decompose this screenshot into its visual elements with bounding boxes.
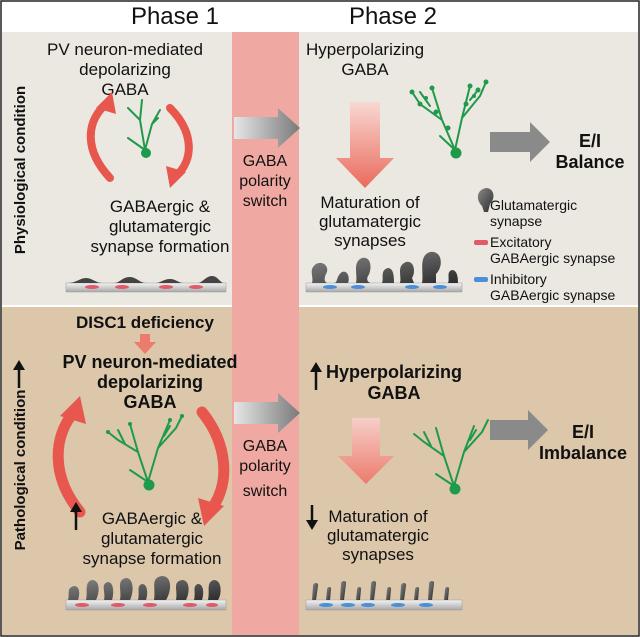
path-switch-arrow: [234, 393, 300, 433]
legend-inhibitory-line2: GABAergic synapse: [490, 287, 615, 303]
physiological-panel: [2, 32, 638, 306]
path-p1-top-line3: GABA: [124, 392, 177, 412]
pathological-panel: [2, 306, 638, 635]
outcome-balance: Balance: [555, 152, 624, 172]
neuron-icon: [413, 419, 489, 495]
arrow-head: [96, 92, 116, 114]
panel-divider: [2, 305, 638, 307]
outcome-ei: E/I: [579, 131, 601, 151]
legend: Glutamatergic synapse Excitatory GABAerg…: [474, 188, 615, 303]
phys-p1-synapse-strip: [65, 276, 227, 293]
dendritic-spines: [106, 414, 184, 434]
phys-p1-top-line1: PV neuron-mediated: [47, 40, 203, 59]
phys-p2-bottom-line3: synapses: [334, 231, 406, 250]
path-p2-down-arrow: [338, 418, 394, 484]
phase1-synapse-up-indicator: [70, 502, 82, 530]
phase1-up-indicator: [13, 360, 25, 388]
phase2-header: Phase 2: [349, 3, 437, 30]
legend-excitatory-line1: Excitatory: [490, 234, 551, 250]
switch-top-line2: polarity: [239, 173, 291, 190]
legend-excitatory-line2: GABAergic synapse: [490, 250, 615, 266]
phys-p1-cycle-arrows: [86, 92, 193, 188]
curved-arrow-up: [52, 406, 86, 518]
phys-p1-bottom-line1: GABAergic &: [110, 197, 211, 216]
switch-bottom-line1: GABA: [243, 438, 288, 455]
path-p1-bottom-line2: glutamatergic: [101, 529, 204, 548]
curved-arrow-up: [86, 100, 114, 182]
legend-inhibitory-swatch: [474, 277, 488, 282]
switch-bottom-line2: polarity: [239, 458, 291, 475]
legend-glutamatergic-line1: Glutamatergic: [490, 197, 577, 213]
path-p1-top-line1: PV neuron-mediated: [62, 352, 237, 372]
legend-glutamatergic-line2: synapse: [490, 213, 542, 229]
header-bg: [0, 0, 640, 32]
phase2-up-indicator: [310, 362, 322, 390]
phys-p2-top-line1: Hyperpolarizing: [306, 40, 424, 59]
neuron-icon: [107, 415, 183, 491]
phys-p1-bottom-line3: synapse formation: [91, 237, 230, 256]
path-p1-bottom-line3: synapse formation: [83, 549, 222, 568]
phys-p1-bottom-line2: glutamatergic: [109, 217, 212, 236]
balance-arrow: [490, 122, 550, 162]
phys-p2-bottom-line2: glutamatergic: [319, 212, 422, 231]
path-p2-bottom-line3: synapses: [342, 545, 414, 564]
phys-p1-top-line3: GABA: [101, 80, 149, 99]
neuron-icon: [127, 99, 161, 158]
physiological-condition-label: Physiological condition: [12, 86, 29, 254]
outcome-imbalance: Imbalance: [539, 443, 627, 463]
phys-switch-arrow: [234, 108, 300, 148]
curved-arrow-down: [196, 406, 230, 514]
path-p1-bottom-line1: GABAergic &: [102, 509, 203, 528]
dendritic-spines: [409, 79, 489, 131]
legend-inhibitory-line1: Inhibitory: [490, 271, 547, 287]
imbalance-arrow: [490, 410, 548, 450]
arrow-head: [198, 498, 224, 526]
disc1-deficiency-label: DISC1 deficiency: [76, 313, 214, 332]
switch-bottom-line3: switch: [243, 483, 287, 500]
path-p2-top-line1: Hyperpolarizing: [326, 362, 462, 382]
path-p2-bottom-line1: Maturation of: [328, 507, 427, 526]
path-p2-bottom-line2: glutamatergic: [327, 526, 430, 545]
phys-p2-down-arrow: [336, 102, 394, 188]
phys-p2-synapse-strip: [305, 251, 463, 293]
phys-p1-top-line2: depolarizing: [79, 60, 171, 79]
arrow-head: [60, 396, 86, 424]
path-p1-synapse-strip: [65, 576, 227, 611]
legend-glutamatergic-icon: [477, 188, 494, 212]
switch-top-line1: GABA: [243, 153, 288, 170]
phase2-synapse-down-indicator: [306, 505, 318, 530]
pathological-condition-label: Pathological condition: [12, 390, 29, 551]
disc1-down-arrow: [134, 334, 156, 354]
phys-p2-top-line2: GABA: [341, 60, 389, 79]
path-p2-synapse-strip: [305, 581, 463, 611]
path-p2-top-line2: GABA: [368, 383, 421, 403]
path-p1-cycle-arrows: [52, 396, 230, 526]
legend-excitatory-swatch: [474, 240, 488, 245]
arrow-head: [166, 166, 186, 188]
outcome-ei-path: E/I: [572, 422, 594, 442]
switch-top-line3: switch: [243, 193, 287, 210]
phys-p2-bottom-line1: Maturation of: [320, 193, 419, 212]
path-p1-top-line2: depolarizing: [97, 372, 203, 392]
phase1-header: Phase 1: [131, 3, 219, 30]
